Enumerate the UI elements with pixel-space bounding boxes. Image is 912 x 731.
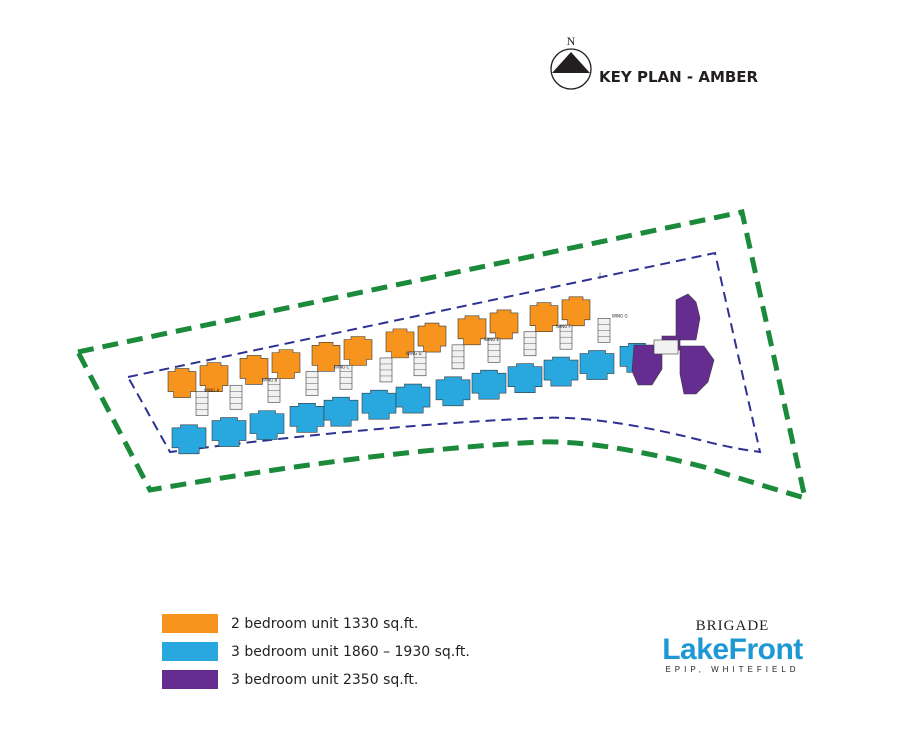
legend-label: 2 bedroom unit 1330 sq.ft. xyxy=(231,615,419,632)
wing-label: WING A xyxy=(204,388,219,393)
brand-name: LakeFront xyxy=(662,633,803,666)
unit-two-bedroom xyxy=(417,322,447,353)
unit-two-bedroom xyxy=(529,302,559,332)
unit-three-bedroom-large xyxy=(679,345,715,395)
unit-three-bedroom-mid xyxy=(249,410,285,440)
unit-three-bedroom-mid xyxy=(471,369,507,400)
legend-swatch xyxy=(162,614,218,633)
wing-label: WING G xyxy=(612,314,628,319)
unit-three-bedroom-mid xyxy=(543,356,579,387)
unit-two-bedroom xyxy=(457,315,487,346)
unit-three-bedroom-mid xyxy=(323,396,359,427)
large-unit-cluster xyxy=(631,293,715,395)
wing-label: WING D xyxy=(406,351,422,356)
wing-label: WING E xyxy=(484,337,499,342)
unit-two-bedroom xyxy=(561,296,591,327)
unit-three-bedroom-mid xyxy=(579,350,615,380)
unit-three-bedroom-mid xyxy=(507,363,543,393)
page-title: KEY PLAN - AMBER xyxy=(599,68,759,86)
unit-three-bedroom-mid xyxy=(395,383,431,414)
wing-label: WING F xyxy=(556,324,571,329)
unit-three-bedroom-large xyxy=(675,293,701,341)
legend-swatch xyxy=(162,642,218,661)
inner-boundary xyxy=(126,251,762,454)
unit-two-bedroom xyxy=(167,368,197,398)
brand-subtitle: EPIP, WHITEFIELD xyxy=(665,665,800,674)
brand-top-text: BRIGADE xyxy=(695,618,770,634)
north-label: N xyxy=(567,34,576,48)
unit-three-bedroom-mid xyxy=(289,403,325,433)
legend: 2 bedroom unit 1330 sq.ft. 3 bedroom uni… xyxy=(162,612,470,696)
north-arrow-icon xyxy=(552,52,590,73)
unit-two-bedroom xyxy=(343,336,373,366)
north-compass: N xyxy=(550,34,592,90)
unit-three-bedroom-mid xyxy=(211,417,247,447)
core-stairwell xyxy=(653,339,679,355)
legend-item-two-bedroom: 2 bedroom unit 1330 sq.ft. xyxy=(162,612,470,635)
site-boundary xyxy=(74,209,809,502)
unit-two-bedroom xyxy=(199,362,229,393)
wing-label: WING C xyxy=(334,364,349,369)
legend-item-three-bedroom-mid: 3 bedroom unit 1860 – 1930 sq.ft. xyxy=(162,640,470,663)
unit-two-bedroom xyxy=(271,349,301,379)
wing-label: WING B xyxy=(262,377,277,382)
legend-item-three-bedroom-large: 3 bedroom unit 2350 sq.ft. xyxy=(162,668,470,691)
unit-three-bedroom-mid xyxy=(361,389,397,420)
unit-three-bedroom-mid xyxy=(171,424,207,455)
unit-three-bedroom-mid xyxy=(435,376,471,407)
legend-label: 3 bedroom unit 2350 sq.ft. xyxy=(231,671,419,688)
legend-label: 3 bedroom unit 1860 – 1930 sq.ft. xyxy=(231,643,470,660)
legend-swatch xyxy=(162,670,218,689)
brand-logo: BRIGADE LakeFront EPIP, WHITEFIELD xyxy=(660,618,805,674)
unit-two-bedroom xyxy=(489,309,519,340)
